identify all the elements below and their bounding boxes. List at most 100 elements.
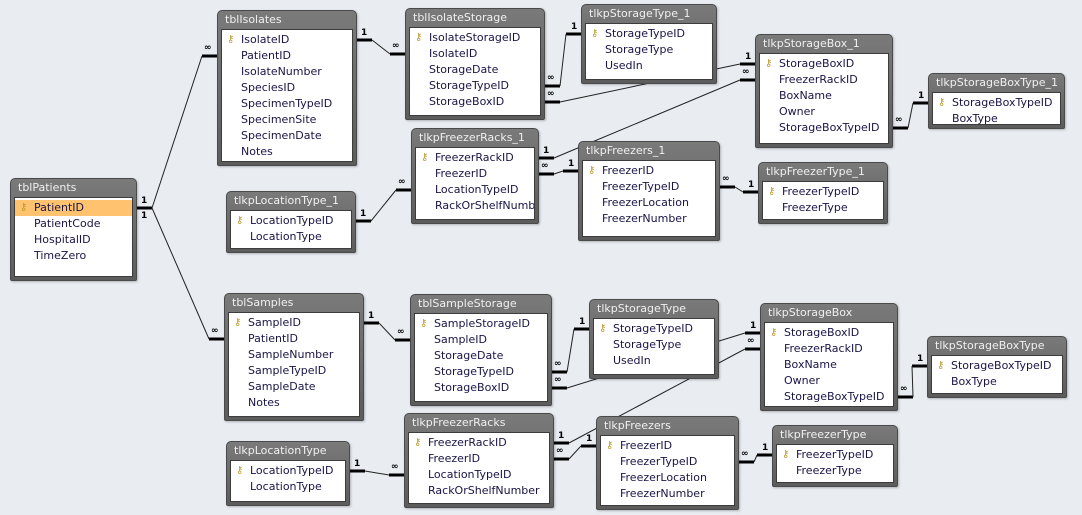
field-row[interactable]: IsolateID	[410, 46, 540, 62]
field-row[interactable]: ⚷LocationTypeID	[231, 213, 351, 229]
relationship-connector[interactable]	[734, 186, 744, 193]
table-title[interactable]: tlkpStorageType	[597, 302, 687, 315]
table-title[interactable]: tlkpLocationType_1	[234, 194, 340, 207]
field-row[interactable]: SpecimenDate	[222, 128, 352, 144]
field-row[interactable]: Owner	[760, 104, 888, 120]
field-row[interactable]: ⚷IsolateID	[222, 32, 352, 48]
relationship-connector[interactable]	[151, 207, 210, 340]
table-title[interactable]: tblIsolates	[225, 13, 282, 26]
field-row[interactable]: ⚷StorageBoxTypeID	[933, 95, 1060, 111]
field-row[interactable]: ⚷FreezerTypeID	[763, 184, 883, 200]
field-row[interactable]: SampleID	[415, 332, 547, 348]
field-row[interactable]: ⚷LocationTypeID	[231, 463, 345, 479]
field-row[interactable]: BoxType	[932, 374, 1062, 390]
field-row[interactable]: StorageTypeID	[410, 78, 540, 94]
field-row[interactable]: ⚷IsolateStorageID	[410, 30, 540, 46]
field-row[interactable]: RackOrShelfNumber	[416, 198, 534, 214]
field-row[interactable]: SpeciesID	[222, 80, 352, 96]
field-row[interactable]: BoxName	[760, 88, 888, 104]
field-row[interactable]: ⚷FreezerRackID	[416, 150, 534, 166]
field-row[interactable]: FreezerID	[409, 451, 549, 467]
field-row[interactable]: BoxType	[933, 111, 1060, 124]
field-row[interactable]: StorageDate	[410, 62, 540, 78]
field-row[interactable]: StorageBoxID	[410, 94, 540, 110]
relationship-connector[interactable]	[370, 189, 397, 222]
field-row[interactable]: IsolateNumber	[222, 64, 352, 80]
field-row[interactable]: StorageType	[594, 337, 714, 353]
relationship-connector[interactable]	[151, 55, 203, 209]
table-title[interactable]: tblIsolateStorage	[413, 11, 507, 24]
relationship-connector[interactable]	[371, 39, 391, 55]
table-title[interactable]: tblSamples	[232, 296, 294, 309]
field-row[interactable]: FreezerType	[777, 463, 893, 479]
field-row[interactable]: LocationTypeID	[416, 182, 534, 198]
field-row[interactable]: Notes	[222, 144, 352, 160]
field-row[interactable]: SampleDate	[229, 379, 359, 395]
table-title[interactable]: tlkpStorageBox_1	[763, 37, 860, 50]
relationship-connector[interactable]	[753, 454, 758, 463]
field-row[interactable]: ⚷StorageTypeID	[586, 26, 712, 42]
field-row[interactable]: HospitalID	[15, 232, 132, 248]
field-row[interactable]: FreezerLocation	[583, 195, 715, 211]
field-row[interactable]: StorageBoxTypeID	[765, 389, 893, 405]
field-row[interactable]: ⚷StorageBoxID	[760, 56, 888, 72]
field-row[interactable]: ⚷PatientID	[15, 200, 132, 216]
relationship-connector[interactable]	[566, 328, 575, 373]
relationship-connector[interactable]	[553, 170, 564, 175]
table-title[interactable]: tlkpStorageBox	[768, 306, 853, 319]
table-title[interactable]: tlkpStorageBoxType	[935, 339, 1045, 352]
field-row[interactable]: SampleTypeID	[229, 363, 359, 379]
relationship-connector[interactable]	[568, 445, 582, 460]
field-row[interactable]: UsedIn	[594, 353, 714, 369]
field-row[interactable]: LocationTypeID	[409, 467, 549, 483]
relationship-connector[interactable]	[907, 102, 914, 129]
field-row[interactable]: FreezerNumber	[601, 486, 734, 502]
field-row[interactable]: RackOrShelfNumber	[409, 483, 549, 499]
table-title[interactable]: tlkpStorageType_1	[589, 7, 691, 20]
field-row[interactable]: ⚷FreezerRackID	[409, 435, 549, 451]
field-row[interactable]: ⚷FreezerID	[601, 438, 734, 454]
field-row[interactable]: FreezerID	[416, 166, 534, 182]
field-row[interactable]: StorageTypeID	[415, 364, 547, 380]
field-row[interactable]: PatientCode	[15, 216, 132, 232]
field-row[interactable]: SampleNumber	[229, 347, 359, 363]
field-row[interactable]: FreezerRackID	[760, 72, 888, 88]
field-row[interactable]: LocationType	[231, 229, 351, 245]
field-row[interactable]: ⚷StorageTypeID	[594, 321, 714, 337]
field-row[interactable]: FreezerLocation	[601, 470, 734, 486]
field-row[interactable]: Notes	[229, 395, 359, 411]
relationship-connector[interactable]	[364, 470, 390, 476]
field-row[interactable]: TimeZero	[15, 248, 132, 264]
field-row[interactable]: ⚷StorageBoxTypeID	[932, 358, 1062, 374]
table-title[interactable]: tlkpLocationType	[234, 444, 327, 457]
field-row[interactable]: UsedIn	[586, 58, 712, 74]
field-row[interactable]: FreezerNumber	[583, 211, 715, 227]
field-row[interactable]: BoxName	[765, 357, 893, 373]
relationship-connector[interactable]	[559, 33, 567, 87]
field-row[interactable]: StorageType	[586, 42, 712, 58]
field-row[interactable]: FreezerType	[763, 200, 883, 216]
